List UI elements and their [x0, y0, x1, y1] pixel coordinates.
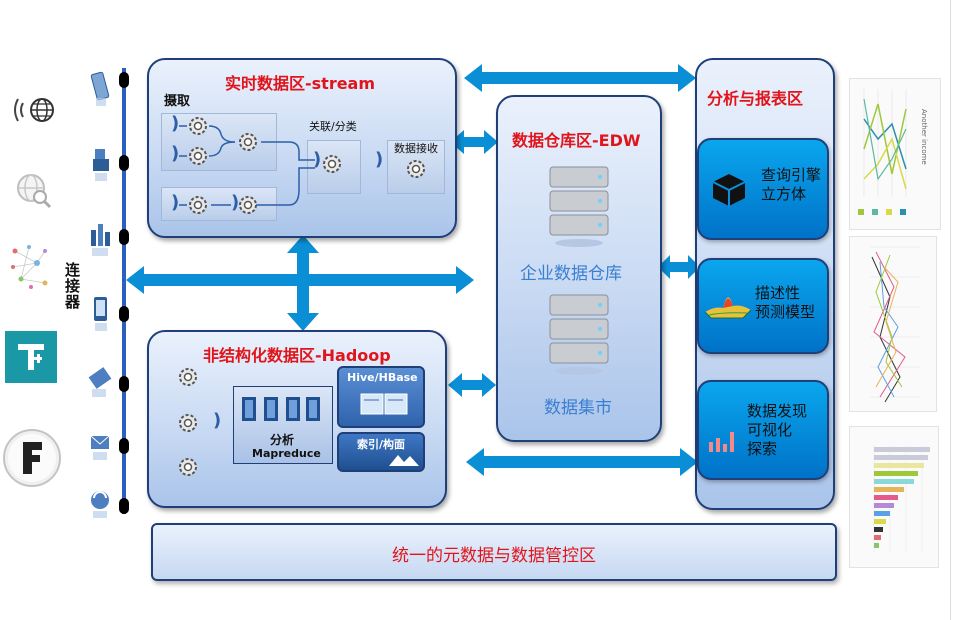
flow-bracket-icon: ): [231, 192, 240, 213]
f-app-logo-icon: [2, 428, 62, 488]
wireless-globe-icon: [12, 93, 58, 127]
thumbnail-caption: Another income: [920, 109, 928, 165]
data-discovery-card: 数据发现 可视化 探索: [697, 380, 829, 480]
connector-node: [119, 306, 129, 322]
gear-icon: [189, 147, 207, 165]
flow-bracket-icon: ): [213, 410, 222, 431]
surface-plot-icon: [704, 297, 752, 319]
mart-label: 数据集市: [544, 398, 612, 418]
email-envelope-icon: [88, 428, 112, 468]
hadoop-edw-arrow: [448, 373, 496, 397]
server-stack-icon: [549, 294, 609, 375]
printer-device-icon: [90, 145, 112, 185]
connector-node: [119, 498, 129, 514]
smartphone-icon: [91, 295, 111, 335]
industrial-sensor-icon: [88, 220, 112, 260]
flow-bracket-icon: ): [171, 192, 180, 213]
line-chart-thumbnail: Another income: [849, 78, 941, 230]
data-blocks-icon: [242, 397, 320, 421]
ingest-label: 摄取: [164, 94, 191, 109]
connector-node: [119, 155, 129, 171]
sync-globe-icon: [88, 486, 112, 522]
stream-zone-title: 实时数据区-stream: [225, 74, 376, 93]
edw-zone-title: 数据仓库区-EDW: [512, 131, 641, 150]
stream-zone-panel: 实时数据区-stream 摄取 关联/分类 数据接收 ) ) ) ) ) ): [147, 58, 457, 238]
ingest-block-bottom: [161, 187, 277, 221]
analysis-label: 分析: [270, 433, 295, 447]
connector-node: [119, 376, 129, 392]
gear-icon: [179, 414, 197, 432]
connector-node: [119, 72, 129, 88]
mapreduce-block: 分析 Mapreduce: [233, 386, 333, 464]
bar-chart-thumbnail: [849, 426, 939, 568]
stream-flow-lines: [179, 125, 315, 206]
stream-edw-arrow: [450, 130, 498, 154]
hive-hbase-label: Hive/HBase: [347, 371, 418, 384]
gear-icon: [189, 117, 207, 135]
warehouse-label: 企业数据仓库: [520, 264, 622, 284]
mobile-phone-icon: [90, 70, 112, 110]
query-engine-card: 查询引擎 立方体: [697, 138, 829, 240]
connector-bus-line: [122, 68, 126, 514]
connector-node: [119, 438, 129, 454]
hadoop-zone-panel: 非结构化数据区-Hadoop ) 分析 Mapreduce Hive/HBase…: [147, 330, 447, 508]
web-search-globe-icon: [13, 170, 53, 210]
mountain-icon: [389, 455, 419, 466]
gear-icon: [179, 458, 197, 476]
network-graph-icon: [7, 243, 53, 291]
stream-analysis-arrow: [464, 64, 696, 92]
flow-bracket-icon: ): [171, 143, 180, 164]
index-label: 索引/构面: [357, 438, 406, 451]
data-discovery-text: 数据发现 可视化 探索: [747, 402, 808, 458]
cube-icon: [712, 174, 746, 206]
connector-label: 连接器: [65, 261, 81, 311]
gear-icon: [323, 155, 341, 173]
table-icon: [360, 393, 408, 415]
query-engine-text: 查询引擎 立方体: [761, 166, 822, 203]
server-stack-icon: [549, 166, 609, 247]
t-app-logo-icon: [5, 331, 57, 383]
gear-icon: [189, 196, 207, 214]
edw-analysis-arrow: [658, 255, 700, 279]
mapreduce-label: Mapreduce: [252, 447, 321, 460]
receive-label: 数据接收: [394, 142, 438, 155]
flow-bracket-icon: ): [171, 113, 180, 134]
hive-hbase-block: Hive/HBase: [337, 366, 425, 428]
predictive-model-text: 描述性 预测模型: [755, 284, 816, 321]
analysis-zone-title: 分析与报表区: [707, 89, 804, 108]
predictive-model-card: 描述性 预测模型: [697, 258, 829, 354]
gear-icon: [179, 368, 197, 386]
edw-zone-panel: 数据仓库区-EDW 企业数据仓库 数据集市: [496, 95, 662, 442]
hadoop-analysis-arrow: [466, 448, 698, 476]
gear-icon: [239, 196, 257, 214]
bar-chart-icon: [709, 432, 734, 452]
right-edge-line: [950, 0, 951, 620]
gear-icon: [239, 133, 257, 151]
connector-node: [119, 229, 129, 245]
flow-bracket-icon: ): [375, 149, 384, 170]
stream-hadoop-arrow: [287, 235, 319, 331]
multi-line-chart-thumbnail: [849, 236, 937, 412]
governance-bar: 统一的元数据与数据管控区: [151, 523, 837, 581]
hadoop-zone-title: 非结构化数据区-Hadoop: [203, 346, 391, 365]
keyboard-icon: [88, 365, 112, 405]
gear-icon: [407, 160, 425, 178]
flow-bracket-icon: ): [313, 149, 322, 170]
governance-label: 统一的元数据与数据管控区: [392, 546, 596, 566]
relate-label: 关联/分类: [309, 120, 357, 133]
index-block: 索引/构面: [337, 432, 425, 472]
